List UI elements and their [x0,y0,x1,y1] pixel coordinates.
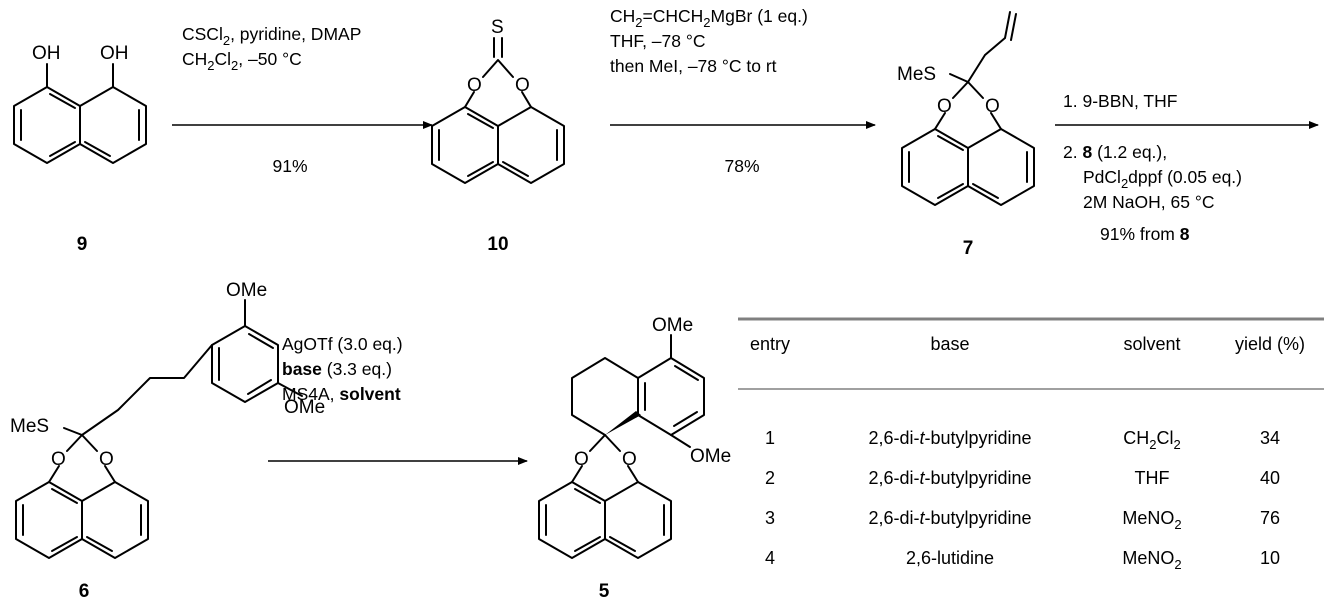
step-4-reagents-line-2: base (3.3 eq.) [282,359,392,379]
step-3-reagents-line-3: PdCl2dppf (0.05 eq.) [1083,167,1242,191]
table-row: 2 2,6-di-t-butylpyridine THF 40 [765,468,1280,488]
row-entry: 2 [765,468,775,488]
methoxy-label-bottom: OMe [690,446,731,467]
oxygen-label-left: O [467,75,482,96]
step-2-reagents-line-3: then MeI, –78 °C to rt [610,56,777,76]
compound-5-label: 5 [599,581,610,598]
row-yield: 34 [1260,428,1280,448]
compound-9-label: 9 [77,234,88,255]
oxygen-label-right: O [985,96,1000,117]
oxygen-label-left: O [574,449,589,470]
step-2-yield: 78% [724,156,759,176]
step-4-reagents-line-3: MS4A, solvent [282,384,401,404]
header-entry: entry [750,334,790,354]
oxygen-label-right: O [515,75,530,96]
step-2-reagents-line-1: CH2=CHCH2MgBr (1 eq.) [610,6,808,30]
compound-9-structure: OH OH [13,43,147,164]
header-yield: yield (%) [1235,334,1305,354]
sulfur-label: S [491,17,504,38]
methylthio-label: MeS [10,416,49,437]
row-solvent: CH2Cl2 [1123,428,1180,452]
step-1-yield: 91% [272,156,307,176]
row-solvent: MeNO2 [1122,548,1181,572]
compound-10-structure: S O O [431,17,565,184]
methoxy-label-top: OMe [652,315,693,336]
row-solvent: THF [1135,468,1170,488]
compound-6-structure: OMe OMe MeS O O [10,280,325,559]
step-3-conditions: 1. 9-BBN, THF 2. 8 (1.2 eq.), PdCl2dppf … [1055,91,1319,244]
step-3-yield: 91% from 8 [1100,224,1190,244]
table-row: 4 2,6-lutidine MeNO2 10 [765,548,1280,572]
methylthio-label: MeS [897,64,936,85]
compound-7-label: 7 [963,238,974,259]
row-yield: 76 [1260,508,1280,528]
step-3-reagents-line-2: 2. 8 (1.2 eq.), [1063,142,1167,162]
row-yield: 40 [1260,468,1280,488]
row-base: 2,6-lutidine [906,548,994,568]
header-base: base [930,334,969,354]
compound-6-label: 6 [79,581,90,598]
row-entry: 4 [765,548,775,568]
row-base: 2,6-di-t-butylpyridine [868,508,1031,528]
step-4-reagents-line-1: AgOTf (3.0 eq.) [282,334,403,354]
compound-5-structure: OMe OMe O O [538,315,731,559]
oxygen-label-left: O [937,96,952,117]
step-1-reagents-line-1: CSCl2, pyridine, DMAP [182,24,361,48]
compound-7-structure: MeS O O [897,11,1035,206]
oxygen-label-right: O [99,449,114,470]
methoxy-label-bottom: OMe [284,397,325,418]
row-solvent: MeNO2 [1122,508,1181,532]
step-4-conditions: AgOTf (3.0 eq.) base (3.3 eq.) MS4A, sol… [268,334,528,465]
conditions-table: entry base solvent yield (%) 1 2,6-di-t-… [738,317,1324,572]
row-yield: 10 [1260,548,1280,568]
step-1-reagents-line-2: CH2Cl2, –50 °C [182,49,302,73]
hydroxyl-label-left: OH [32,43,61,64]
wedge-bond [605,411,641,435]
row-base: 2,6-di-t-butylpyridine [868,428,1031,448]
step-2-reagents-line-2: THF, –78 °C [610,31,706,51]
step-3-reagents-line-4: 2M NaOH, 65 °C [1083,192,1214,212]
table-row: 1 2,6-di-t-butylpyridine CH2Cl2 34 [765,428,1280,452]
methoxy-label-top: OMe [226,280,267,301]
step-2-conditions: CH2=CHCH2MgBr (1 eq.) THF, –78 °C then M… [610,6,876,176]
step-3-reagents-line-1: 1. 9-BBN, THF [1063,91,1177,111]
row-entry: 1 [765,428,775,448]
oxygen-label-left: O [51,449,66,470]
row-entry: 3 [765,508,775,528]
header-solvent: solvent [1123,334,1180,354]
compound-10-label: 10 [487,234,508,255]
hydroxyl-label-right: OH [100,43,129,64]
oxygen-label-right: O [622,449,637,470]
row-base: 2,6-di-t-butylpyridine [868,468,1031,488]
step-1-conditions: CSCl2, pyridine, DMAP CH2Cl2, –50 °C 91% [172,24,433,176]
table-row: 3 2,6-di-t-butylpyridine MeNO2 76 [765,508,1280,532]
